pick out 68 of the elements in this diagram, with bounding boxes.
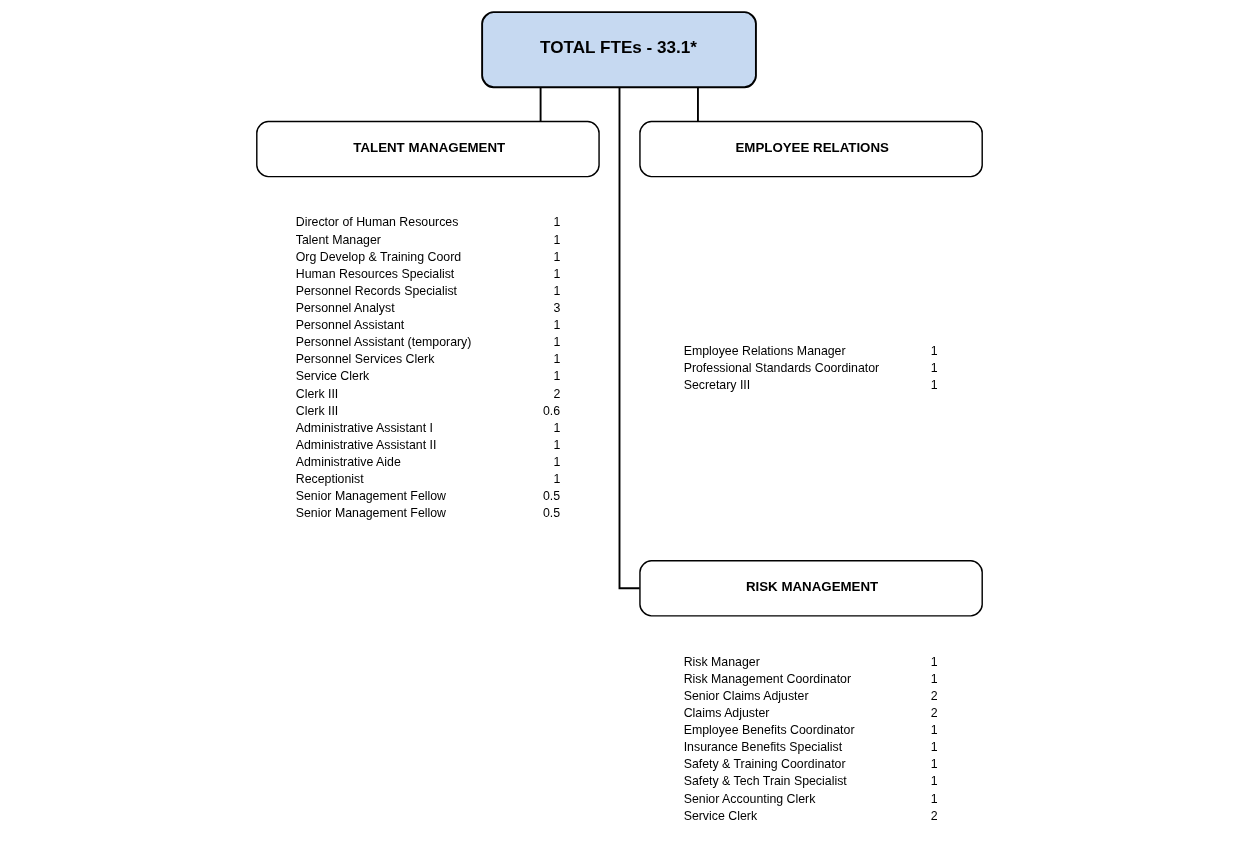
- label: Service Clerk: [295, 369, 370, 384]
- label: Administrative Assistant I: [295, 420, 433, 435]
- label: 2: [553, 386, 561, 401]
- label: 1: [930, 791, 938, 806]
- label: Personnel Records Specialist: [295, 283, 458, 298]
- label: Receptionist: [295, 472, 364, 487]
- label: 0.6: [542, 403, 561, 418]
- label: Senior Management Fellow: [295, 506, 447, 521]
- label: 1: [930, 740, 938, 755]
- label: 1: [553, 335, 561, 350]
- label: 1: [553, 215, 561, 230]
- label: Risk Management Coordinator: [683, 671, 852, 686]
- label: Personnel Services Clerk: [295, 352, 435, 367]
- label: Personnel Assistant: [295, 318, 405, 333]
- label: 1: [930, 757, 938, 772]
- label: Personnel Analyst: [295, 301, 395, 316]
- label: 1: [930, 343, 938, 358]
- label: Administrative Assistant II: [295, 437, 437, 452]
- label: Employee Relations Manager: [683, 343, 846, 358]
- label: Director of Human Resources: [295, 215, 459, 230]
- label: 1: [553, 352, 561, 367]
- label: Employee Benefits Coordinator: [683, 723, 855, 738]
- label: Senior Claims Adjuster: [683, 688, 809, 703]
- label: 1: [553, 232, 561, 247]
- label: 1: [553, 266, 561, 281]
- label: 2: [930, 808, 938, 823]
- label: 1: [553, 472, 561, 487]
- label: Human Resources Specialist: [295, 266, 455, 281]
- label: 2: [930, 688, 938, 703]
- label: 0.5: [542, 489, 561, 504]
- label: Professional Standards Coordinator: [683, 360, 880, 375]
- label: Risk Manager: [683, 654, 760, 669]
- label: Insurance Benefits Specialist: [683, 740, 843, 755]
- label: 1: [553, 369, 561, 384]
- node-box: TALENT MANAGEMENT: [256, 120, 600, 178]
- label: 1: [930, 378, 938, 393]
- label: Service Clerk: [683, 808, 758, 823]
- label: 1: [553, 318, 561, 333]
- label: 1: [553, 283, 561, 298]
- node-box: RISK MANAGEMENT: [639, 560, 983, 617]
- label: Administrative Aide: [295, 455, 401, 470]
- label: Senior Accounting Clerk: [683, 791, 816, 806]
- label: Clerk III: [295, 386, 339, 401]
- node-box: EMPLOYEE RELATIONS: [639, 120, 983, 178]
- label: Safety & Tech Train Specialist: [683, 774, 847, 789]
- label: 1: [930, 774, 938, 789]
- label: 1: [930, 654, 938, 669]
- label: Senior Management Fellow: [295, 489, 447, 504]
- label: 2: [930, 706, 938, 721]
- label: 1: [930, 723, 938, 738]
- label: 1: [553, 249, 561, 264]
- label: 1: [553, 420, 561, 435]
- label: 1: [930, 360, 938, 375]
- label: 1: [930, 671, 938, 686]
- label: 1: [553, 455, 561, 470]
- label: Talent Manager: [295, 232, 381, 247]
- label: Claims Adjuster: [683, 706, 770, 721]
- label: Org Develop & Training Coord: [295, 249, 462, 264]
- label: Secretary III: [683, 378, 751, 393]
- connector: [539, 86, 542, 123]
- label: Personnel Assistant (temporary): [295, 335, 472, 350]
- label: 0.5: [542, 506, 561, 521]
- label: Clerk III: [295, 403, 339, 418]
- label: 3: [553, 301, 561, 316]
- label: 1: [553, 437, 561, 452]
- label: Safety & Training Coordinator: [683, 757, 846, 772]
- connector: [696, 86, 699, 123]
- node-box: TOTAL FTEs - 33.1*: [481, 11, 757, 89]
